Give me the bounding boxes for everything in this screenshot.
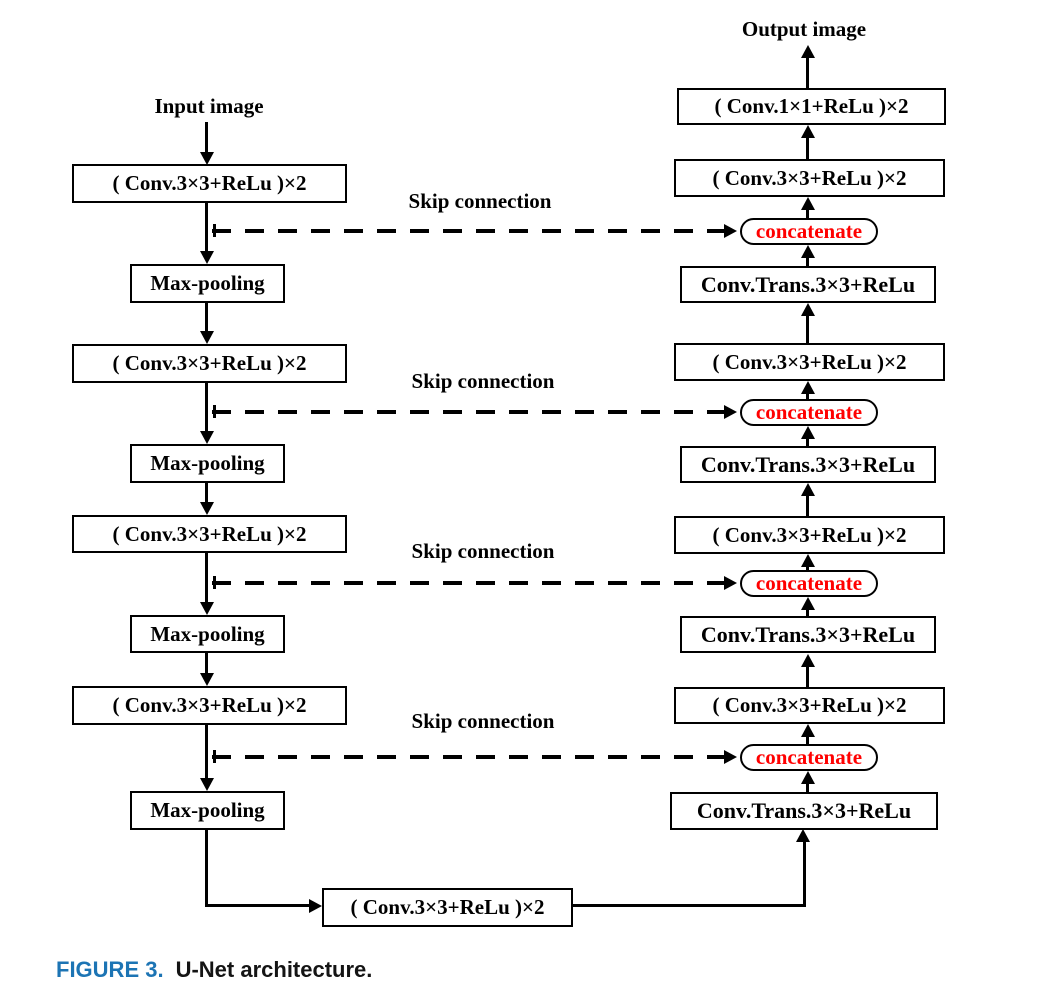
decoder-conv-box-2: ( Conv.3×3+ReLu )×2 bbox=[674, 343, 945, 381]
conv-trans-box-3: Conv.Trans.3×3+ReLu bbox=[680, 616, 936, 653]
arrowhead-to-concat4 bbox=[801, 771, 815, 784]
arrowhead-to-dconv1 bbox=[801, 197, 815, 210]
output-image-label: Output image bbox=[741, 17, 867, 41]
arrow-line-pool1-to-conv2 bbox=[205, 303, 208, 333]
decoder-conv-box-1: ( Conv.3×3+ReLu )×2 bbox=[674, 159, 945, 197]
arrowhead-to-concat1 bbox=[801, 245, 815, 258]
arrowhead-to-dconv4 bbox=[801, 724, 815, 737]
conv-trans-box-1: Conv.Trans.3×3+ReLu bbox=[680, 266, 936, 303]
encoder-conv-box-2: ( Conv.3×3+ReLu )×2 bbox=[72, 344, 347, 383]
arrowhead-to-trans2 bbox=[801, 483, 815, 496]
arrow-line-dconv3-to-trans2 bbox=[806, 493, 809, 516]
arrowhead-into-trans4 bbox=[796, 829, 810, 842]
skip-connection-label-1: Skip connection bbox=[408, 189, 552, 213]
arrowhead-to-concat2 bbox=[801, 426, 815, 439]
figure-caption-text: U-Net architecture. bbox=[175, 957, 373, 982]
arrowhead-pool2-to-conv3 bbox=[200, 502, 214, 515]
conv-trans-box-2: Conv.Trans.3×3+ReLu bbox=[680, 446, 936, 483]
arrowhead-into-bottleneck bbox=[309, 899, 322, 913]
decoder-conv1x1-box: ( Conv.1×1+ReLu )×2 bbox=[677, 88, 946, 125]
arrowhead-to-dconv3 bbox=[801, 554, 815, 567]
arrow-line-concat1-to-dconv1 bbox=[806, 207, 809, 218]
arrow-line-input-to-conv1 bbox=[205, 122, 208, 154]
arrow-line-dconv1-to-conv1x1 bbox=[806, 135, 809, 159]
arrow-line-dconv4-to-trans3 bbox=[806, 664, 809, 687]
max-pooling-box-4: Max-pooling bbox=[130, 791, 285, 830]
arrow-line-conv1-to-pool1 bbox=[205, 203, 208, 253]
arrowhead-conv3-to-pool3 bbox=[200, 602, 214, 615]
max-pooling-box-2: Max-pooling bbox=[130, 444, 285, 483]
skip-line-tick-2 bbox=[213, 405, 216, 418]
concatenate-oval-1: concatenate bbox=[740, 218, 878, 245]
concatenate-oval-2: concatenate bbox=[740, 399, 878, 426]
skip-dashed-line-1 bbox=[212, 229, 724, 233]
skip-arrowhead-3 bbox=[724, 576, 737, 590]
arrow-line-conv4-to-pool4 bbox=[205, 725, 208, 780]
skip-arrowhead-4 bbox=[724, 750, 737, 764]
arrowhead-to-concat3 bbox=[801, 597, 815, 610]
arrow-line-concat3-to-dconv3 bbox=[806, 564, 809, 571]
encoder-conv-box-3: ( Conv.3×3+ReLu )×2 bbox=[72, 515, 347, 553]
arrow-line-trans4-to-concat4 bbox=[806, 781, 809, 792]
arrowhead-to-trans1 bbox=[801, 303, 815, 316]
elbow-line-from-bottleneck bbox=[573, 904, 806, 907]
arrowhead-input-to-conv1 bbox=[200, 152, 214, 165]
encoder-conv-box-4: ( Conv.3×3+ReLu )×2 bbox=[72, 686, 347, 725]
skip-dashed-line-3 bbox=[212, 581, 724, 585]
encoder-conv-box-1: ( Conv.3×3+ReLu )×2 bbox=[72, 164, 347, 203]
max-pooling-box-3: Max-pooling bbox=[130, 615, 285, 653]
arrowhead-to-conv1x1 bbox=[801, 125, 815, 138]
arrowhead-conv4-to-pool4 bbox=[200, 778, 214, 791]
skip-connection-label-3: Skip connection bbox=[411, 539, 555, 563]
concatenate-oval-3: concatenate bbox=[740, 570, 878, 597]
skip-line-tick-4 bbox=[213, 750, 216, 763]
skip-connection-label-4: Skip connection bbox=[411, 709, 555, 733]
skip-arrowhead-1 bbox=[724, 224, 737, 238]
arrow-line-dconv2-to-trans1 bbox=[806, 313, 809, 343]
skip-dashed-line-2 bbox=[212, 410, 724, 414]
elbow-line-to-bottleneck bbox=[205, 904, 310, 907]
figure-caption-number: FIGURE 3. bbox=[56, 957, 164, 982]
arrow-line-conv3-to-pool3 bbox=[205, 553, 208, 604]
arrow-line-trans3-to-concat3 bbox=[806, 607, 809, 617]
arrow-line-pool3-to-conv4 bbox=[205, 653, 208, 675]
max-pooling-box-1: Max-pooling bbox=[130, 264, 285, 303]
arrowhead-pool3-to-conv4 bbox=[200, 673, 214, 686]
figure-caption: FIGURE 3. U-Net architecture. bbox=[56, 957, 372, 983]
input-image-label: Input image bbox=[154, 94, 264, 118]
decoder-conv-box-4: ( Conv.3×3+ReLu )×2 bbox=[674, 687, 945, 724]
arrowhead-pool1-to-conv2 bbox=[200, 331, 214, 344]
arrowhead-conv1-to-pool1 bbox=[200, 251, 214, 264]
conv-trans-box-4: Conv.Trans.3×3+ReLu bbox=[670, 792, 938, 830]
arrowhead-to-trans3 bbox=[801, 654, 815, 667]
concatenate-oval-4: concatenate bbox=[740, 744, 878, 771]
decoder-conv-box-3: ( Conv.3×3+ReLu )×2 bbox=[674, 516, 945, 554]
elbow-line-up-to-trans4 bbox=[803, 840, 806, 907]
arrow-line-trans1-to-concat1 bbox=[806, 255, 809, 267]
skip-arrowhead-2 bbox=[724, 405, 737, 419]
arrow-line-trans2-to-concat2 bbox=[806, 436, 809, 446]
arrowhead-to-output bbox=[801, 45, 815, 58]
arrowhead-to-dconv2 bbox=[801, 381, 815, 394]
skip-line-tick-3 bbox=[213, 576, 216, 589]
skip-connection-label-2: Skip connection bbox=[411, 369, 555, 393]
skip-dashed-line-4 bbox=[212, 755, 724, 759]
bottleneck-conv-box: ( Conv.3×3+ReLu )×2 bbox=[322, 888, 573, 927]
arrow-line-concat4-to-dconv4 bbox=[806, 734, 809, 744]
arrowhead-conv2-to-pool2 bbox=[200, 431, 214, 444]
arrow-line-conv2-to-pool2 bbox=[205, 383, 208, 433]
arrow-line-pool2-to-conv3 bbox=[205, 483, 208, 504]
arrow-line-concat2-to-dconv2 bbox=[806, 391, 809, 400]
elbow-line-pool4-down bbox=[205, 830, 208, 907]
skip-line-tick-1 bbox=[213, 224, 216, 237]
arrow-line-conv1x1-to-output bbox=[806, 56, 809, 88]
